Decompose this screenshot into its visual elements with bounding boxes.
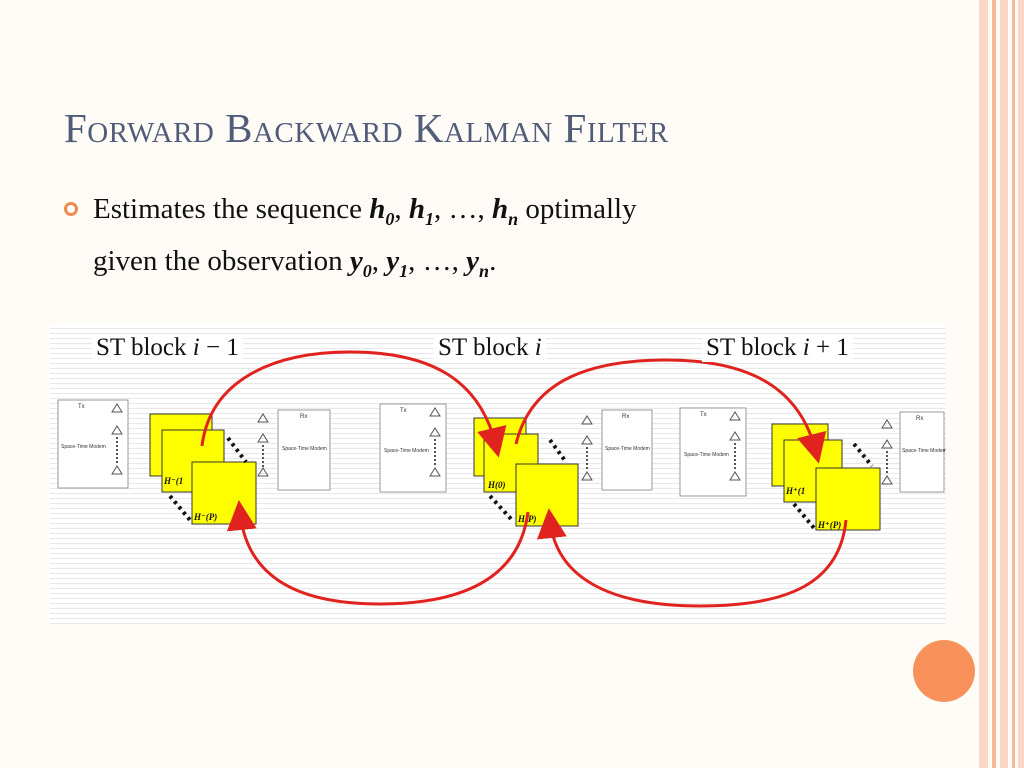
- diagram-canvas: Tx Space-Time Modem H⁻(1 H⁻(P) Rx Space-…: [57, 350, 946, 608]
- matrix-label: H(0): [487, 480, 506, 490]
- svg-text:Space-Time Modem: Space-Time Modem: [384, 448, 429, 454]
- bullet-item: Estimates the sequence h0, h1, …, hn opt…: [64, 188, 864, 292]
- edge-stripe: [1018, 0, 1024, 768]
- backward-arrow-1: [226, 500, 530, 606]
- svg-text:Tx: Tx: [78, 404, 85, 410]
- svg-text:Rx: Rx: [916, 416, 923, 422]
- edge-stripe: [1012, 0, 1015, 768]
- edge-stripe: [979, 0, 988, 768]
- svg-text:Space-Time Modem: Space-Time Modem: [61, 444, 106, 450]
- matrix-label: H⁻(1: [163, 476, 183, 486]
- st-block-1: Tx Space-Time Modem H⁻(1 H⁻(P) Rx Space-…: [57, 399, 331, 525]
- matrix-label: H⁺(P): [817, 520, 841, 530]
- st-block-2: Tx Space-Time Modem H(0) H(P) Rx Space-T…: [379, 403, 653, 527]
- slide-title: Forward Backward Kalman Filter: [64, 105, 669, 151]
- svg-text:Tx: Tx: [700, 412, 707, 418]
- svg-text:Rx: Rx: [622, 414, 629, 420]
- svg-text:Space-Time Modem: Space-Time Modem: [282, 446, 327, 452]
- kalman-block-diagram: Tx Space-Time Modem H⁻(1 H⁻(P) Rx Space-…: [50, 324, 946, 624]
- svg-text:Space-Time Modem: Space-Time Modem: [605, 446, 650, 452]
- forward-arrow-1: [200, 350, 507, 458]
- bullet-ring-icon: [64, 202, 78, 216]
- forward-arrow-2: [514, 358, 827, 464]
- st-block-label-1: ST block i − 1: [92, 334, 243, 362]
- matrix-label: H⁺(1: [785, 486, 805, 496]
- svg-text:Rx: Rx: [300, 414, 307, 420]
- decorative-circle: [913, 640, 975, 702]
- st-block-3: Tx Space-Time Modem H⁺(1 H⁺(P) Rx Space-…: [679, 407, 946, 531]
- kalman-arrows: [200, 350, 848, 608]
- bullet-text: Estimates the sequence h0, h1, …, hn opt…: [93, 193, 637, 281]
- edge-stripe: [992, 0, 996, 768]
- svg-text:Tx: Tx: [400, 408, 407, 414]
- matrix-label: H⁻(P): [193, 512, 217, 522]
- svg-text:Space-Time Modem: Space-Time Modem: [902, 448, 946, 454]
- st-block-label-3: ST block i + 1: [702, 334, 853, 362]
- edge-stripe: [1000, 0, 1008, 768]
- svg-text:Space-Time Modem: Space-Time Modem: [684, 452, 729, 458]
- st-block-label-2: ST block i: [434, 334, 546, 362]
- backward-arrow-2: [536, 508, 848, 608]
